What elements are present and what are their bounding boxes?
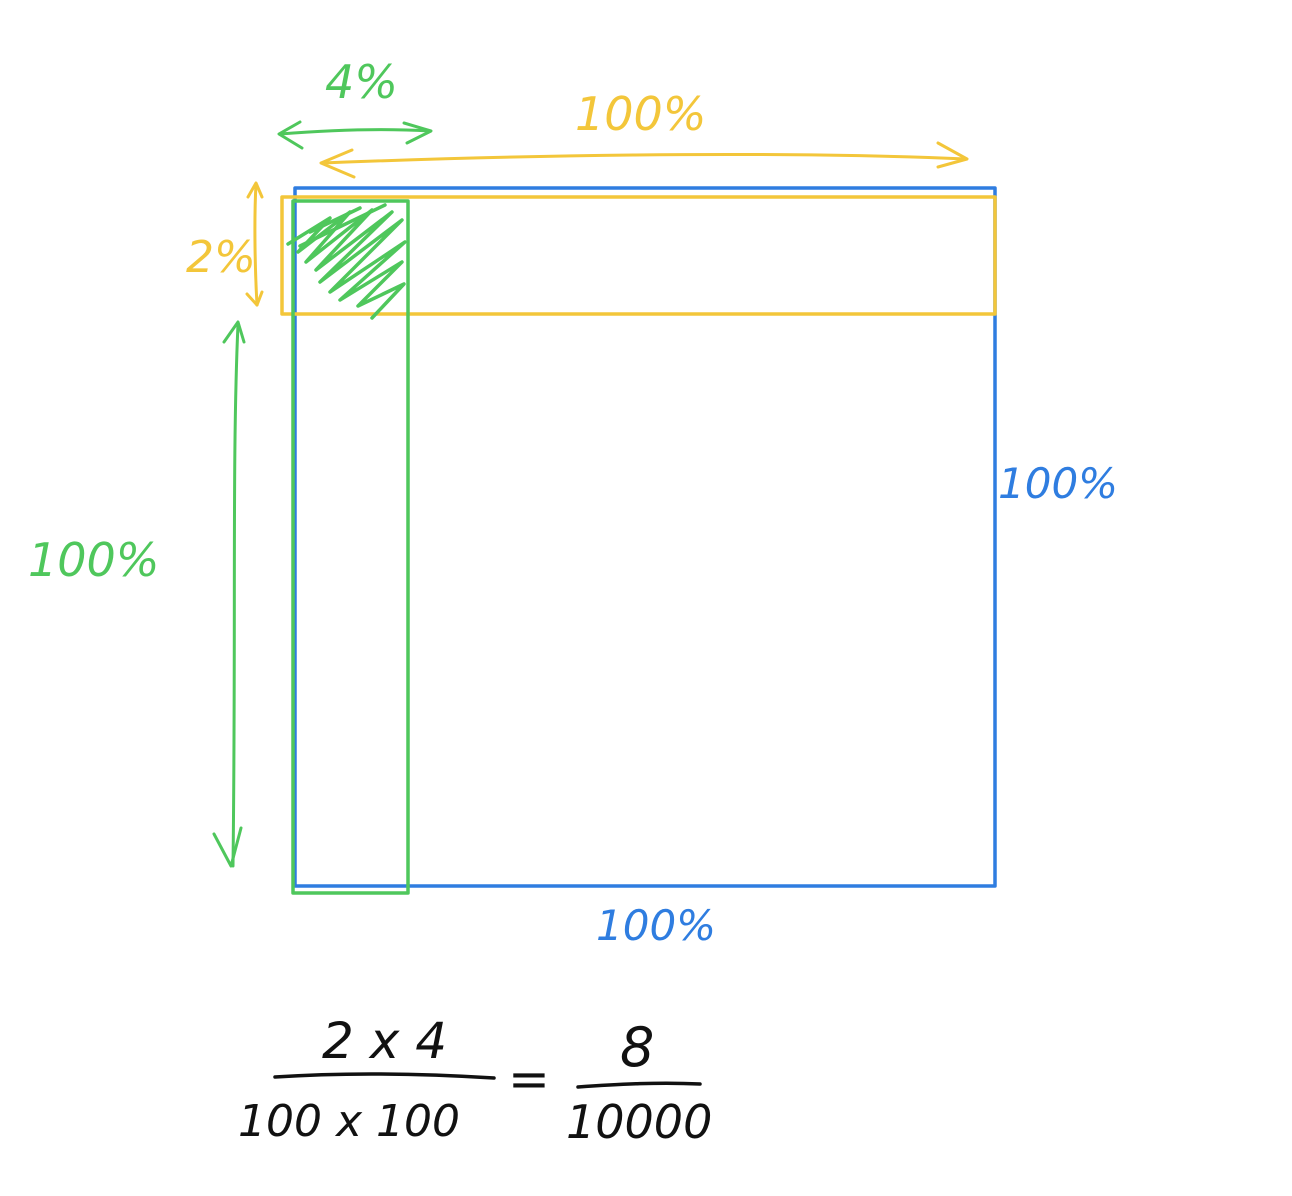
lhs-numerator: 2 x 4 [322, 1012, 447, 1070]
yellow-width-label: 100% [575, 87, 707, 141]
yellow-width-arrow [319, 141, 969, 179]
rhs-fraction-line [576, 1081, 702, 1089]
green-band [291, 199, 410, 895]
rhs-denominator: 10000 [566, 1095, 712, 1149]
formula: 2 x 4 100 x 100 = 8 10000 [238, 1012, 712, 1149]
intersection-hatch [286, 203, 407, 320]
green-height-arrow [212, 320, 246, 868]
green-width-label: 4% [325, 55, 398, 109]
rhs-numerator: 8 [620, 1016, 654, 1079]
blue-full-square [293, 186, 997, 888]
green-width-arrow [277, 120, 433, 150]
lhs-fraction-line [273, 1072, 496, 1080]
equals-sign: = [508, 1050, 550, 1108]
lhs-denominator: 100 x 100 [238, 1096, 460, 1147]
yellow-height-label: 2% [186, 232, 256, 283]
yellow-band [280, 195, 997, 316]
blue-right-label: 100% [998, 459, 1118, 508]
blue-bottom-label: 100% [596, 901, 716, 950]
green-height-label: 100% [28, 533, 160, 587]
yellow-height-arrow [245, 181, 264, 307]
